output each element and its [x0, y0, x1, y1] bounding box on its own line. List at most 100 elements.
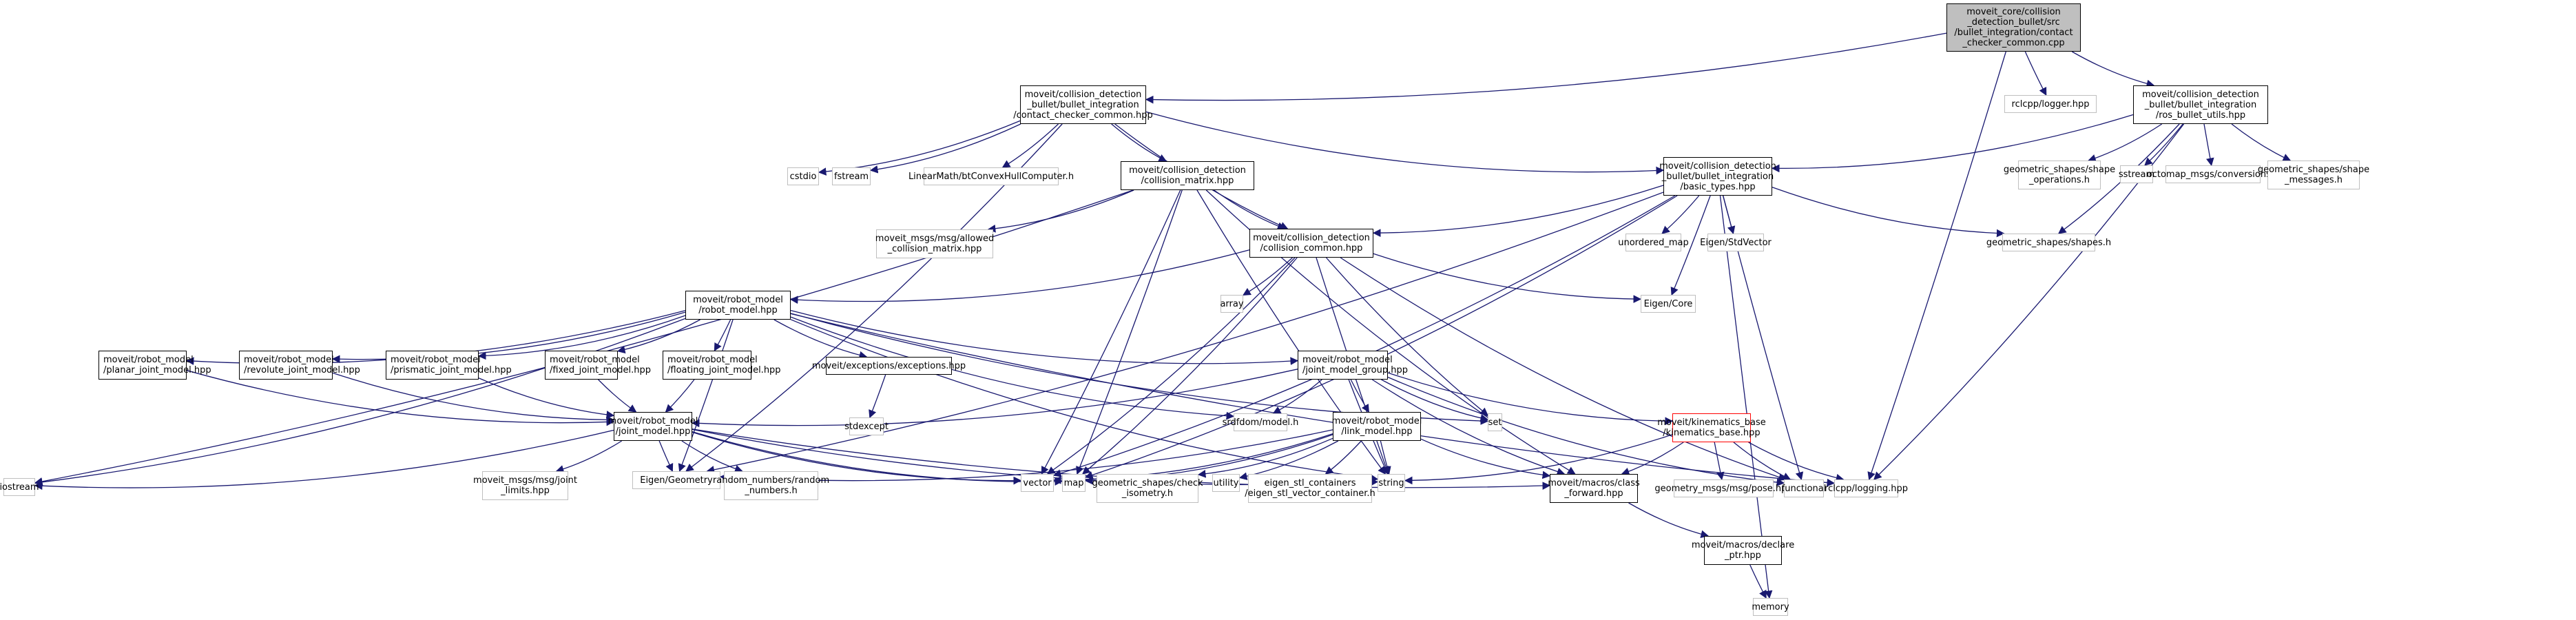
- edge-joint-model-group-to-joint-model: [691, 369, 1298, 428]
- edge-collision-matrix-to-allowed-collision-matrix: [987, 189, 1134, 233]
- node-contact-checker-common[interactable]: moveit/collision_detection _bullet/bulle…: [1013, 85, 1153, 124]
- edge-basic-types-to-collision-common: [1372, 185, 1664, 238]
- edge-contact-checker-common-to-basic-types: [1145, 111, 1665, 175]
- node-set: set: [1488, 413, 1502, 431]
- node-collision-matrix[interactable]: moveit/collision_detection /collision_ma…: [1121, 161, 1254, 190]
- edge-joint-model-group-to-link-model: [1350, 379, 1369, 413]
- node-class-forward[interactable]: moveit/macros/class _forward.hpp: [1548, 474, 1640, 503]
- edge-robot-model-to-floating-joint: [714, 319, 731, 352]
- node-pose: geometry_msgs/msg/pose.hpp: [1654, 479, 1793, 497]
- edge-declare-ptr-to-memory: [1749, 564, 1767, 599]
- edge-contact-checker-common-to-collision-matrix: [1111, 123, 1167, 162]
- edge-joint-model-to-joint-limits: [555, 440, 623, 473]
- edge-root-to-contact-checker-common: [1145, 32, 1947, 104]
- node-basic-types[interactable]: moveit/collision_detection _bullet/bulle…: [1659, 157, 1776, 196]
- node-kinematics-base[interactable]: moveit/kinematics_base /kinematics_base.…: [1657, 413, 1766, 442]
- node-root[interactable]: moveit_core/collision _detection_bullet/…: [1946, 3, 2081, 52]
- node-eigen-core: Eigen/Core: [1641, 295, 1696, 313]
- node-collision-common[interactable]: moveit/collision_detection /collision_co…: [1249, 229, 1373, 258]
- edge-joint-model-group-to-srdfdom: [1272, 379, 1322, 414]
- node-rclcpp-logging: rclcpp/logging.hpp: [1825, 479, 1908, 497]
- edge-kinematics-base-to-string: [1404, 434, 1673, 485]
- node-iostream: iostream: [0, 478, 39, 496]
- edge-root-to-ros-bullet-utils: [2072, 51, 2155, 88]
- edge-joint-model-group-to-kinematics-base: [1387, 372, 1674, 426]
- node-shape-operations: geometric_shapes/shape _operations.h: [2004, 161, 2115, 189]
- node-octomap-conversions: octomap_msgs/conversions.h: [2147, 165, 2279, 183]
- node-random-numbers: random_numbers/random _numbers.h: [713, 471, 829, 500]
- node-string: string: [1378, 474, 1405, 492]
- node-map: map: [1062, 474, 1086, 492]
- edge-robot-model-to-prismatic-joint: [477, 315, 686, 360]
- edge-link-model-to-class-forward: [1420, 438, 1551, 479]
- node-functional: functional: [1782, 479, 1826, 497]
- node-exceptions[interactable]: moveit/exceptions/exceptions.hpp: [812, 357, 966, 375]
- edge-robot-model-to-joint-model-group: [790, 309, 1299, 365]
- edge-joint-model-to-iostream: [34, 429, 614, 490]
- edge-collision-common-to-set: [1326, 257, 1488, 416]
- node-link-model[interactable]: moveit/robot_model /link_model.hpp: [1332, 412, 1422, 441]
- edge-collision-matrix-to-vector: [1041, 189, 1181, 475]
- node-joint-limits: moveit_msgs/msg/joint _limits.hpp: [473, 471, 577, 500]
- node-planar-joint[interactable]: moveit/robot_model /planar_joint_model.h…: [98, 351, 211, 380]
- node-revolute-joint[interactable]: moveit/robot_model /revolute_joint_model…: [239, 351, 360, 380]
- node-btconvexhull: LinearMath/btConvexHullComputer.h: [908, 167, 1074, 185]
- edge-kinematics-base-to-functional: [1733, 442, 1791, 480]
- edge-kinematics-base-to-pose: [1714, 442, 1725, 481]
- edge-collision-common-to-eigen-core: [1373, 253, 1642, 303]
- edge-collision-common-to-robot-model: [789, 249, 1250, 304]
- edge-contact-checker-common-to-cstdio: [818, 120, 1021, 176]
- edge-robot-model-to-eigen-geometry: [678, 319, 734, 473]
- node-declare-ptr[interactable]: moveit/macros/declare _ptr.hpp: [1692, 536, 1794, 565]
- node-floating-joint[interactable]: moveit/robot_model /floating_joint_model…: [663, 351, 781, 380]
- node-robot-model[interactable]: moveit/robot_model /robot_model.hpp: [685, 291, 791, 320]
- edge-fixed-joint-to-joint-model: [598, 379, 637, 413]
- edge-contact-checker-common-to-btconvexhull: [1001, 123, 1059, 168]
- node-vector: vector: [1021, 474, 1054, 492]
- node-check-isometry: geometric_shapes/check _isometry.h: [1092, 474, 1203, 503]
- edge-collision-matrix-to-map: [1076, 189, 1183, 475]
- edge-collision-common-to-map: [1081, 257, 1298, 475]
- node-joint-model-group[interactable]: moveit/robot_model /joint_model_group.hp…: [1298, 351, 1408, 380]
- edge-basic-types-to-eigen-geometry: [706, 192, 1664, 474]
- edge-floating-joint-to-joint-model: [665, 379, 695, 413]
- node-srdfdom: srdfdom/model.h: [1223, 413, 1298, 431]
- edge-prismatic-joint-to-joint-model: [478, 378, 615, 419]
- node-fixed-joint[interactable]: moveit/robot_model /fixed_joint_model.hp…: [545, 351, 651, 380]
- node-stdexcept: stdexcept: [844, 417, 889, 435]
- edge-joint-model-group-to-set: [1381, 379, 1489, 422]
- node-rclcpp-logger: rclcpp/logger.hpp: [2004, 95, 2097, 113]
- node-prismatic-joint[interactable]: moveit/robot_model /prismatic_joint_mode…: [386, 351, 512, 380]
- node-unordered-map: unordered_map: [1618, 234, 1689, 251]
- edge-robot-model-to-string: [790, 319, 1379, 482]
- edge-robot-model-to-fixed-joint: [616, 319, 700, 354]
- edge-collision-common-to-array: [1242, 257, 1293, 296]
- node-joint-model[interactable]: moveit/robot_model /joint_model.hpp: [608, 412, 698, 441]
- node-array: array: [1220, 295, 1244, 313]
- edge-robot-model-to-rclcpp-logging: [790, 313, 1836, 487]
- node-ros-bullet-utils[interactable]: moveit/collision_detection _bullet/bulle…: [2133, 85, 2268, 124]
- node-shapes-h: geometric_shapes/shapes.h: [1986, 234, 2111, 251]
- edge-exceptions-to-stdexcept: [869, 374, 886, 419]
- edge-class-forward-to-declare-ptr: [1628, 502, 1710, 539]
- node-utility: utility: [1212, 474, 1240, 492]
- node-allowed-collision-matrix: moveit_msgs/msg/allowed _collision_matri…: [875, 229, 994, 258]
- edge-collision-common-to-functional: [1340, 257, 1787, 482]
- edge-basic-types-to-shapes-h: [1772, 187, 2005, 238]
- edge-joint-model-to-eigen-geometry: [658, 440, 674, 473]
- node-memory: memory: [1752, 598, 1789, 616]
- node-cstdio: cstdio: [787, 167, 819, 185]
- edge-ros-bullet-utils-to-shape-messages: [2231, 123, 2292, 161]
- edge-ros-bullet-utils-to-shape-operations: [2088, 123, 2163, 163]
- edge-kinematics-base-to-rclcpp-logging: [1748, 442, 1845, 482]
- node-shape-messages: geometric_shapes/shape _messages.h: [2258, 161, 2369, 189]
- edge-collision-matrix-to-collision-common: [1214, 189, 1286, 230]
- node-sstream: sstream: [2119, 165, 2154, 183]
- edge-joint-model-to-random-numbers: [681, 440, 743, 473]
- edge-link-model-to-eigen-stl: [1325, 440, 1362, 475]
- edge-robot-model-to-srdfdom: [790, 316, 1235, 420]
- edge-robot-model-to-exceptions: [773, 319, 868, 360]
- edge-joint-model-group-to-class-forward: [1371, 379, 1566, 476]
